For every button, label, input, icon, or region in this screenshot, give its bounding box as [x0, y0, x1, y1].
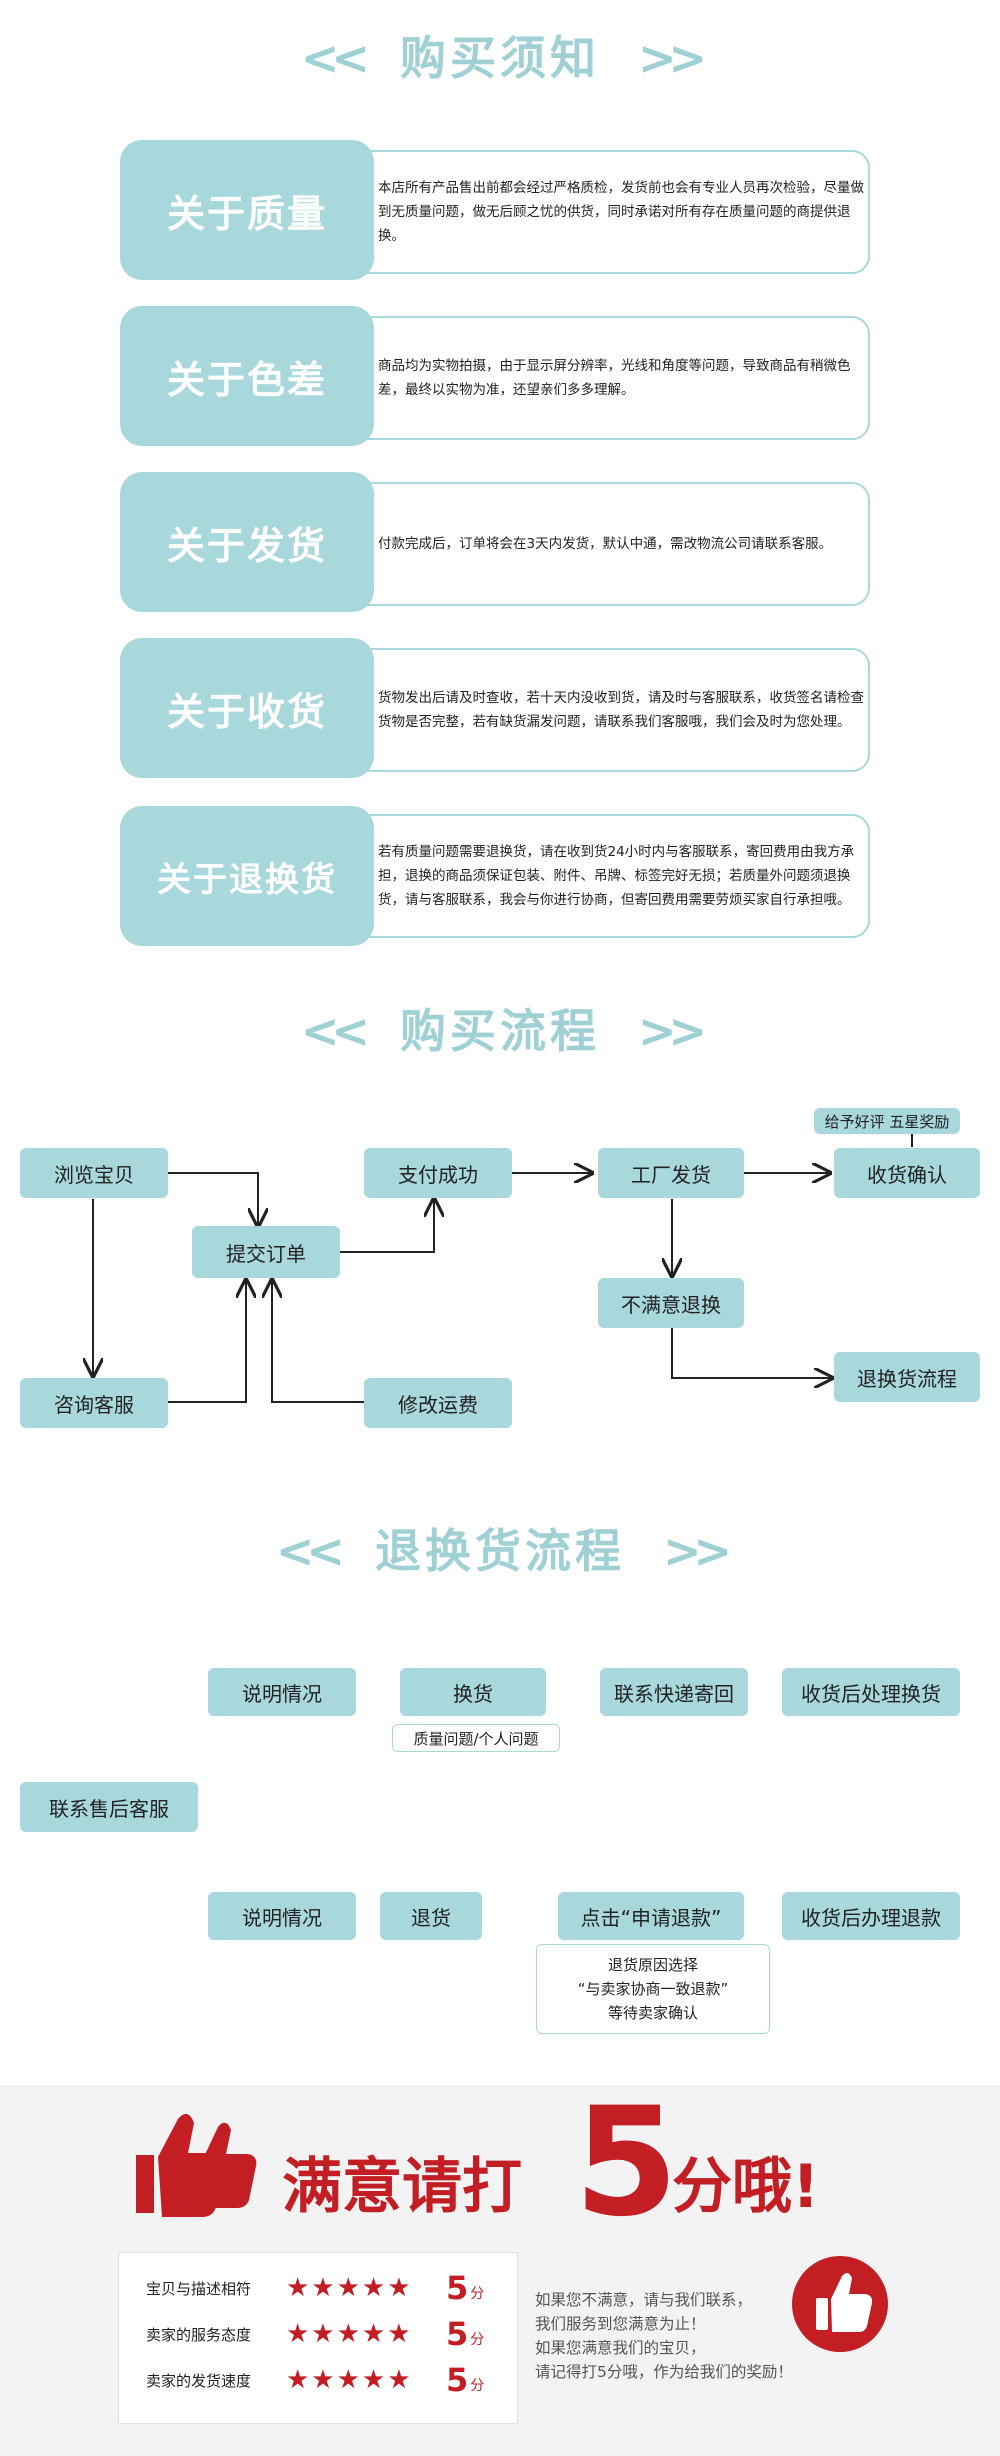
- return-flow-title-text: 退换货流程: [375, 1524, 625, 1578]
- notice-text: 付款完成后，订单将会在3天内发货，默认中通，需改物流公司请联系客服。: [378, 536, 833, 552]
- rating-slogan-b: 分哦!: [672, 2152, 820, 2222]
- chevron-left-icon: <<: [275, 1524, 345, 1578]
- flow-browse-box: 浏览宝贝: [20, 1148, 168, 1198]
- notice-heading: 关于收货: [120, 638, 374, 778]
- purchase-flow-arrows: [0, 1134, 913, 1403]
- notice-heading: 关于色差: [120, 306, 374, 446]
- return-exchange-box: 换货: [400, 1668, 546, 1716]
- flow-return-box: 退换货流程: [834, 1352, 980, 1402]
- promo-line: 请记得打5分哦，作为给我们的奖励！: [535, 2363, 793, 2381]
- rating-promo-text: 如果您不满意，请与我们联系， 我们服务到您满意为止！ 如果您满意我们的宝贝， 请…: [535, 2288, 835, 2384]
- notice-text: 若有质量问题需要退换货，请在收到货24小时内与客服联系，寄回费用由我方承担，退换…: [378, 844, 855, 908]
- rating-slogan-a: 满意请打: [282, 2152, 522, 2222]
- flow-modify-box: 修改运费: [364, 1378, 512, 1428]
- apply-note-line: 退货原因选择: [607, 1956, 698, 1974]
- rating-label: 宝贝与描述相符: [146, 2279, 252, 2298]
- notice-text: 本店所有产品售出前都会经过严格质检，发货前也会有专业人员再次检验，尽量做到无质量…: [378, 180, 864, 244]
- flow-ship-box: 工厂发货: [598, 1148, 744, 1198]
- rating-row: 卖家的发货速度 ★★★★★ 5 分: [146, 2361, 485, 2399]
- return-after-refund-box: 收货后办理退款: [782, 1892, 960, 1940]
- apply-note-line: 等待卖家确认: [607, 2004, 698, 2022]
- rating-unit: 分: [470, 2378, 485, 2394]
- notice-heading: 关于发货: [120, 472, 374, 612]
- rating-score: 5: [446, 2361, 469, 2399]
- chevron-right-icon: >>: [638, 31, 707, 85]
- notice-text: 货物发出后请及时查收，若十天内没收到货，请及时与客服联系，收货签名请检查货物是否…: [378, 690, 864, 730]
- promo-line: 我们服务到您满意为止！: [535, 2315, 706, 2333]
- exchange-reason-tag: 质量问题/个人问题: [392, 1724, 560, 1752]
- rating-unit: 分: [470, 2332, 485, 2348]
- return-contact-box: 联系售后客服: [20, 1782, 198, 1832]
- rating-card: [118, 2252, 518, 2424]
- rating-unit: 分: [470, 2286, 485, 2302]
- rating-row: 宝贝与描述相符 ★★★★★ 5 分: [146, 2269, 485, 2307]
- rating-score: 5: [446, 2269, 469, 2307]
- notice-text: 商品均为实物拍摄，由于显示屏分辨率，光线和角度等问题，导致商品有稍微色差，最终以…: [378, 358, 851, 398]
- thumbs-up-circle-icon: [792, 2256, 888, 2352]
- notice-heading: 关于退换货: [120, 806, 374, 946]
- return-refund-box: 退货: [380, 1892, 482, 1940]
- rating-slogan-number: 5: [574, 2076, 679, 2250]
- flow-unsatisfied-box: 不满意退换: [598, 1278, 744, 1328]
- chevron-left-icon: <<: [300, 1004, 370, 1058]
- return-courier-box: 联系快递寄回: [600, 1668, 748, 1716]
- rating-label: 卖家的发货速度: [146, 2371, 252, 2390]
- return-apply-box: 点击“申请退款”: [558, 1892, 744, 1940]
- rating-row: 卖家的服务态度 ★★★★★ 5 分: [146, 2315, 485, 2353]
- apply-note-tag: 退货原因选择 “与卖家协商一致退款” 等待卖家确认: [536, 1944, 770, 2034]
- rating-label: 卖家的服务态度: [146, 2325, 252, 2344]
- star-rating-icon: ★★★★★: [286, 2365, 413, 2395]
- star-rating-icon: ★★★★★: [286, 2319, 413, 2349]
- promo-line: 如果您不满意，请与我们联系，: [535, 2291, 753, 2309]
- flow-submit-box: 提交订单: [192, 1226, 340, 1278]
- chevron-right-icon: >>: [638, 1004, 707, 1058]
- flow-receive-box: 收货确认: [834, 1148, 980, 1198]
- notice-heading: 关于质量: [120, 140, 374, 280]
- star-rating-icon: ★★★★★: [286, 2273, 413, 2303]
- rating-score: 5: [446, 2315, 469, 2353]
- chevron-left-icon: <<: [300, 31, 370, 85]
- chevron-right-icon: >>: [663, 1524, 732, 1578]
- apply-note-line: “与卖家协商一致退款”: [577, 1980, 729, 1998]
- return-explain-box: 说明情况: [208, 1668, 356, 1716]
- return-flow-title: << 退换货流程 >>: [0, 1515, 1000, 1581]
- notice-section-title: << 购买须知 >>: [0, 22, 1000, 88]
- return-explain-box: 说明情况: [208, 1892, 356, 1940]
- thumbs-up-icon: [136, 2113, 257, 2217]
- purchase-flow-title-text: 购买流程: [400, 1004, 600, 1058]
- return-after-exchange-box: 收货后处理换货: [782, 1668, 960, 1716]
- purchase-flow-title: << 购买流程 >>: [0, 995, 1000, 1061]
- flow-consult-box: 咨询客服: [20, 1378, 168, 1428]
- notice-title-text: 购买须知: [400, 31, 600, 85]
- promo-line: 如果您满意我们的宝贝，: [535, 2339, 706, 2357]
- flow-review-badge: 给予好评 五星奖励: [814, 1108, 960, 1134]
- flow-pay-box: 支付成功: [364, 1148, 512, 1198]
